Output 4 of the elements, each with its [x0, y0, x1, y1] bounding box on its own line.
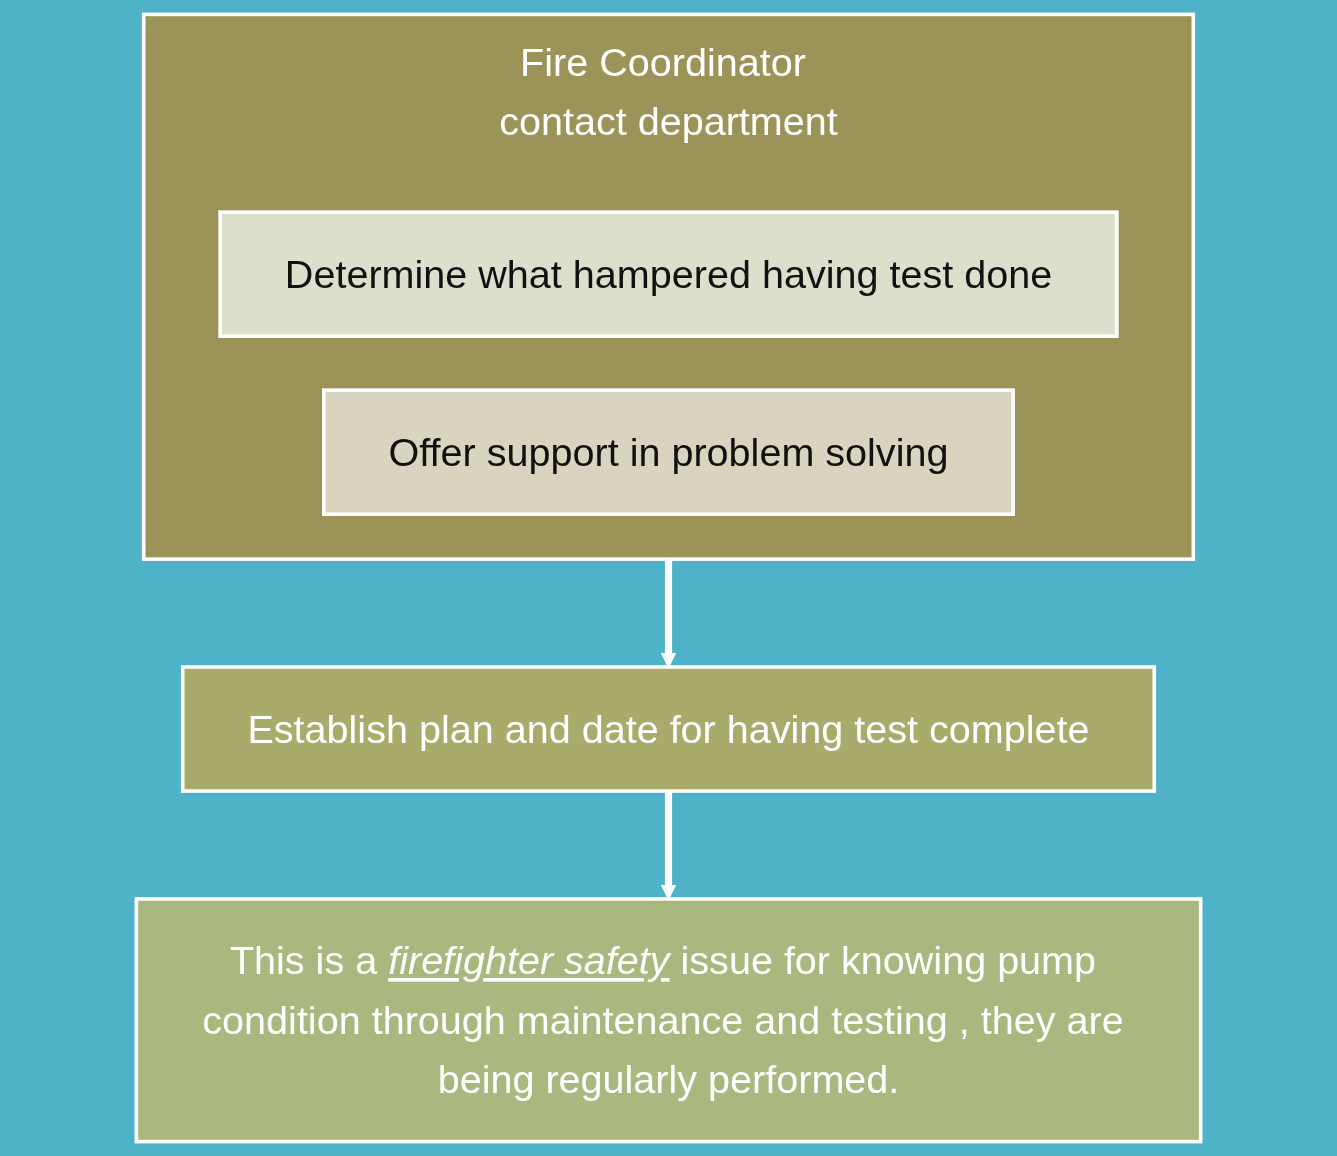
node-box: Determine what hampered having test done — [218, 210, 1119, 338]
node-box: Offer support in problem solving — [322, 388, 1015, 516]
node-box: Establish plan and date for having test complete — [180, 665, 1157, 793]
node-box: This is a firefighter safety issue for knowing pump condition through maintenance and testing , they are being regularly performed. — [134, 897, 1203, 1144]
